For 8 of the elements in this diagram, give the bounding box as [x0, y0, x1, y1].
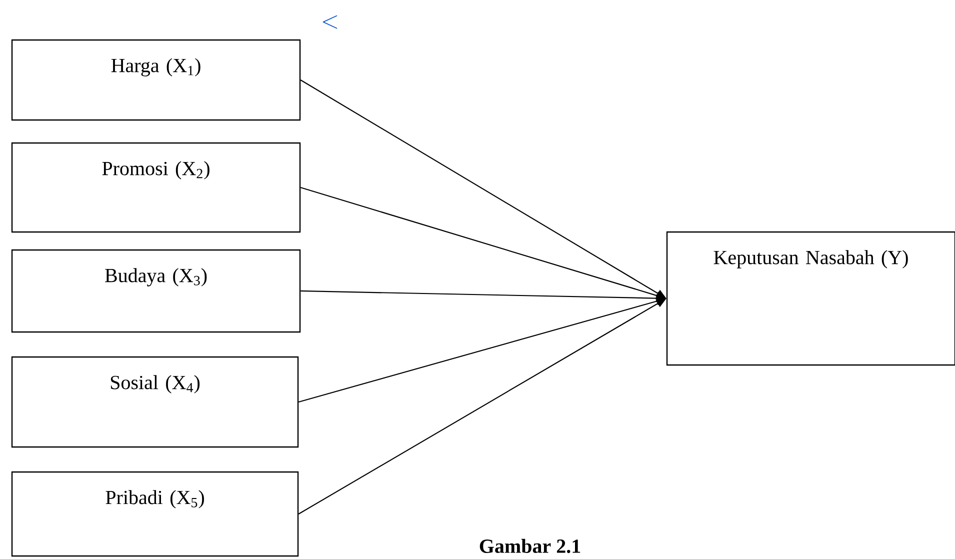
variable-box: Sosial (X$_{4}$) — [11, 356, 299, 448]
variable-box: Budaya (X$_{3}$) — [11, 249, 301, 333]
variable-box: Promosi (X$_{2}$) — [11, 142, 301, 233]
bracket-symbol: < — [322, 15, 338, 29]
figure-caption: Gambar 2.1 — [480, 538, 580, 554]
variable-box: Harga (X$_{1}$) — [11, 39, 301, 121]
variable-box: Keputusan Nasabah (Y) — [666, 231, 955, 366]
variable-box: Pribadi (X$_{5}$) — [11, 471, 299, 557]
